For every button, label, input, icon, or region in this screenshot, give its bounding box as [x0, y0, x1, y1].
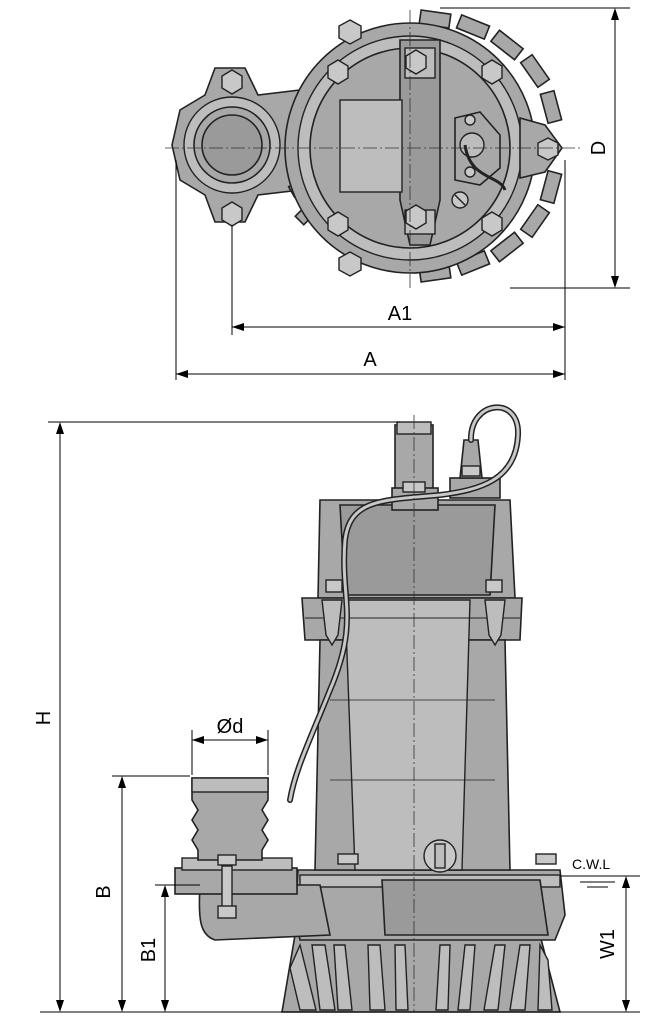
housing-bolt-7 — [405, 204, 427, 230]
cwl-label: C.W.L — [572, 856, 610, 872]
housing-bolt-8 — [405, 49, 427, 75]
housing-bolt-5 — [481, 211, 503, 237]
top-view: D A1 A — [165, 7, 630, 380]
cooling-fins-top — [287, 9, 563, 283]
dim-label-w1: W1 — [597, 929, 619, 959]
discharge-flange-top — [171, 67, 311, 227]
dim-label-h: H — [33, 711, 55, 725]
dim-label-b: B — [93, 885, 115, 898]
flange-bolt-top — [221, 69, 243, 95]
housing-bolt-3 — [481, 59, 503, 85]
dim-label-b1: B1 — [138, 938, 160, 962]
dim-label-a: A — [363, 349, 377, 371]
dim-label-d: D — [588, 141, 610, 155]
hose-coupling — [191, 777, 269, 861]
flange-bolt-bottom — [221, 201, 243, 227]
strainer-base — [281, 934, 562, 1013]
housing-bolt-6 — [338, 251, 362, 277]
housing-bolt-4 — [327, 211, 349, 237]
cable-lug-bolt — [537, 137, 559, 161]
housing-bolt-1 — [338, 19, 362, 45]
dim-label-a1: A1 — [388, 303, 412, 325]
side-view: H Ød B B1 C.W.L W1 — [33, 404, 640, 1013]
dim-label-od: Ød — [217, 716, 244, 738]
housing-bolt-2 — [327, 59, 349, 85]
